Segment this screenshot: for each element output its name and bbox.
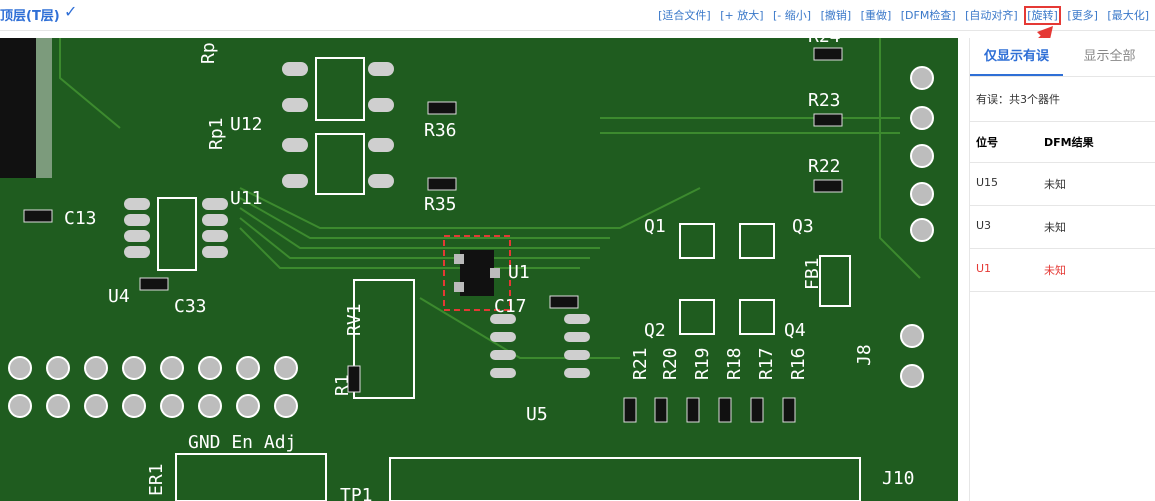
auto-align-button[interactable]: [自动对齐] xyxy=(965,9,1018,22)
zoom-in-button[interactable]: [+ 放大] xyxy=(720,9,764,22)
zoom-out-button[interactable]: [- 缩小] xyxy=(773,9,812,22)
smd-pads xyxy=(124,62,590,378)
pcb-canvas[interactable]: Rp Rp1 U12 U11 R36 R35 C13 U4 C33 U1 C17… xyxy=(0,38,958,501)
pcb-labels: Rp Rp1 U12 U11 R36 R35 C13 U4 C33 U1 C17… xyxy=(64,38,915,501)
table-row[interactable]: U1 未知 xyxy=(970,249,1155,292)
label-r23: R23 xyxy=(808,90,841,111)
label-j8: J8 xyxy=(854,344,875,366)
resistors xyxy=(23,47,843,423)
label-fb1: FB1 xyxy=(802,257,823,290)
header-pins xyxy=(8,66,934,418)
undo-button[interactable]: [撤销] xyxy=(820,9,852,22)
label-rp1: Rp1 xyxy=(206,117,227,150)
label-q2: Q2 xyxy=(644,320,666,341)
cell-ref: U3 xyxy=(976,219,992,232)
tab-show-all[interactable]: 显示全部 xyxy=(1083,49,1136,64)
label-r20: R20 xyxy=(660,347,681,380)
col-ref: 位号 xyxy=(976,136,998,149)
toolbar-actions: [适合文件] [+ 放大] [- 缩小] [撤销] [重做] [DFM检查] [… xyxy=(652,6,1149,25)
pad-row xyxy=(36,38,52,178)
label-c33: C33 xyxy=(174,296,207,317)
dfm-tabs: 仅显示有误 显示全部 xyxy=(970,38,1155,77)
label-r18: R18 xyxy=(724,347,745,380)
cell-result: 未知 xyxy=(1044,264,1066,277)
label-rp: Rp xyxy=(198,42,219,64)
table-row[interactable]: U15 未知 xyxy=(970,163,1155,206)
ic-chip xyxy=(0,38,36,178)
cell-ref: U1 xyxy=(976,262,992,275)
label-r16: R16 xyxy=(788,347,809,380)
pcb-traces xyxy=(59,38,921,359)
fit-file-button[interactable]: [适合文件] xyxy=(658,9,711,22)
label-j10: J10 xyxy=(882,468,915,489)
label-q4: Q4 xyxy=(784,320,806,341)
label-er1: ER1 xyxy=(146,463,167,496)
check-icon[interactable]: ✓ xyxy=(64,2,78,21)
maximize-button[interactable]: [最大化] xyxy=(1107,9,1149,22)
error-summary: 有误：共3个器件 xyxy=(970,77,1155,122)
layer-title[interactable]: 顶层(T层) xyxy=(0,9,60,24)
label-u5: U5 xyxy=(526,404,548,425)
label-r21: R21 xyxy=(630,347,651,380)
label-q1: Q1 xyxy=(644,216,666,237)
label-rv1: RV1 xyxy=(344,303,365,336)
col-dfm-result: DFM结果 xyxy=(1044,136,1094,149)
more-button[interactable]: [更多] xyxy=(1067,9,1098,22)
tab-errors-only[interactable]: 仅显示有误 xyxy=(970,38,1063,76)
cell-result: 未知 xyxy=(1044,221,1066,234)
redo-button[interactable]: [重做] xyxy=(860,9,892,22)
dfm-check-button[interactable]: [DFM检查] xyxy=(900,9,956,22)
dfm-table-header: 位号 DFM结果 xyxy=(970,122,1155,163)
label-q3: Q3 xyxy=(792,216,814,237)
u1-selected[interactable] xyxy=(443,235,511,311)
label-c13: C13 xyxy=(64,208,97,229)
label-r22: R22 xyxy=(808,156,841,177)
label-r19: R19 xyxy=(692,347,713,380)
label-u1: U1 xyxy=(508,262,530,283)
top-toolbar: 顶层(T层) ✓ [适合文件] [+ 放大] [- 缩小] [撤销] [重做] … xyxy=(0,0,1155,31)
cell-ref: U15 xyxy=(976,176,999,189)
silkscreen xyxy=(157,57,861,501)
label-gnd-en-adj: GND En Adj xyxy=(188,432,296,453)
label-tp1: TP1 xyxy=(340,485,373,501)
label-u4: U4 xyxy=(108,286,130,307)
label-r1: R1 xyxy=(332,374,353,396)
dfm-side-panel: 仅显示有误 显示全部 有误：共3个器件 位号 DFM结果 U15 未知 U3 未… xyxy=(969,38,1155,501)
label-r24: R24 xyxy=(808,38,841,47)
rotate-button[interactable]: [旋转] xyxy=(1024,6,1061,25)
label-r35: R35 xyxy=(424,194,457,215)
label-r17: R17 xyxy=(756,347,777,380)
cell-result: 未知 xyxy=(1044,178,1066,191)
label-r36: R36 xyxy=(424,120,457,141)
table-row[interactable]: U3 未知 xyxy=(970,206,1155,249)
label-c17: C17 xyxy=(494,296,527,317)
label-u12: U12 xyxy=(230,114,263,135)
label-u11: U11 xyxy=(230,188,263,209)
